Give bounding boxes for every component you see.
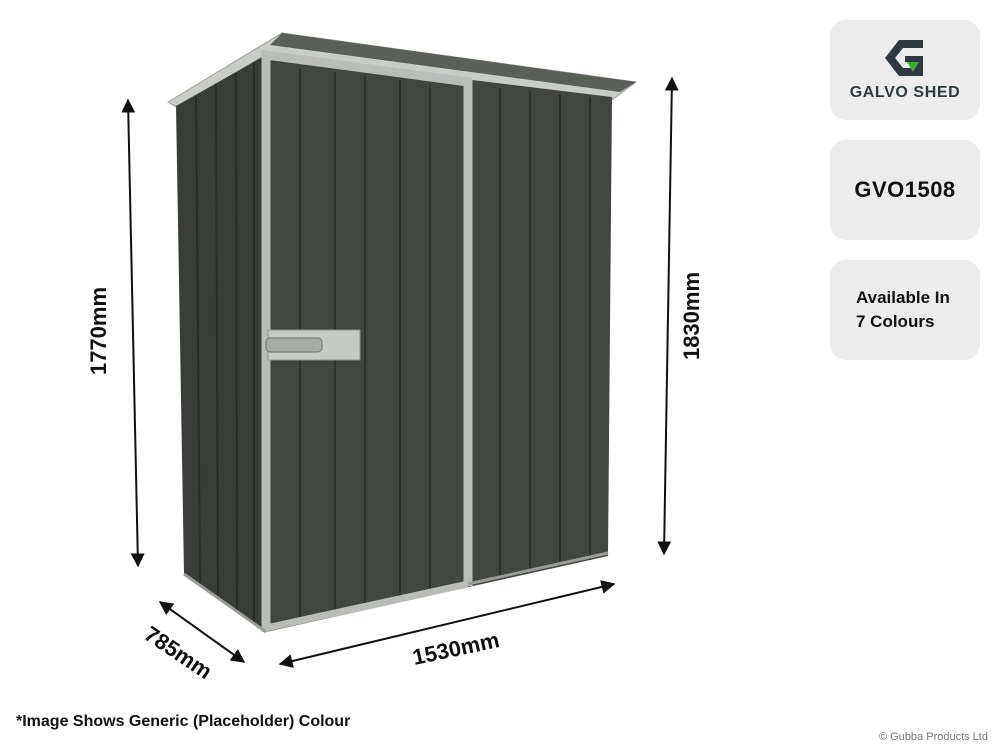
colours-line-2: 7 Colours (856, 312, 935, 331)
colours-card: Available In 7 Colours (830, 260, 980, 360)
product-code: GVO1508 (854, 177, 956, 202)
door-latch-handle (265, 337, 323, 353)
shed-side-wall (176, 55, 266, 632)
width-arrow (278, 580, 616, 668)
left-height-arrow (121, 98, 145, 568)
product-code-card: GVO1508 (830, 140, 980, 240)
left-height-label: 1770mm (86, 286, 112, 376)
galvo-shed-logo-icon (885, 40, 923, 76)
right-height-arrow (657, 76, 679, 556)
right-height-label: 1830mm (679, 271, 705, 361)
placeholder-colour-note: *Image Shows Generic (Placeholder) Colou… (16, 713, 351, 730)
shed-front-wall (266, 55, 612, 632)
shed-roof-top (270, 33, 636, 92)
copyright-text: © Gubba Products Ltd (878, 731, 988, 743)
brand-name: GALVO SHED (849, 84, 961, 101)
colours-line-1: Available In (856, 288, 950, 307)
brand-logo-card: GALVO SHED (830, 20, 980, 120)
depth-arrow (158, 601, 246, 663)
